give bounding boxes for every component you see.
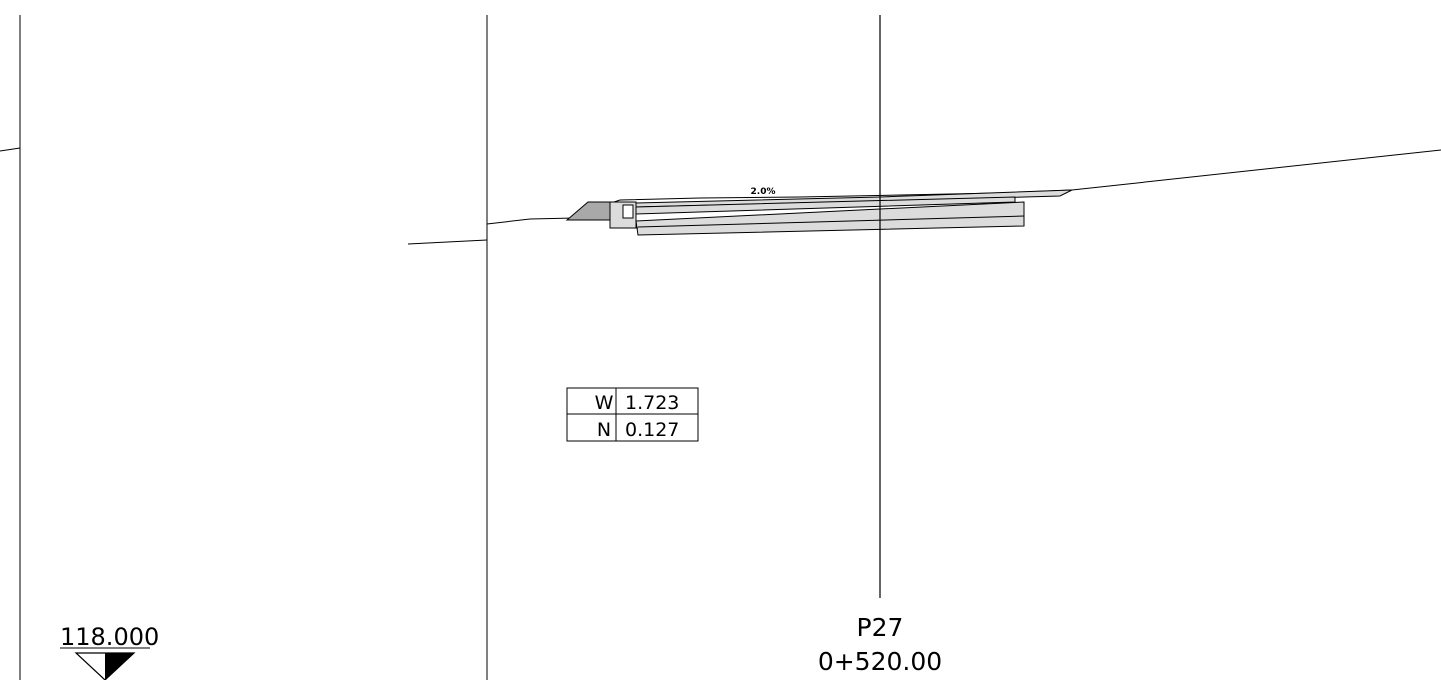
subbase-inner-line	[637, 215, 1025, 228]
quantity-key-w: W	[595, 392, 614, 414]
shoulder-wedge	[565, 201, 611, 221]
pavement-subbase-layer	[635, 201, 1025, 236]
quantity-value-n: 0.127	[625, 419, 679, 441]
quantities-table: W 1.723 N 0.127	[566, 387, 699, 442]
station-name: P27	[857, 613, 904, 642]
quantity-value-w: 1.723	[625, 392, 679, 414]
grade-label: 2.0%	[751, 187, 776, 197]
existing-ground-left	[407, 239, 488, 245]
station-chainage: 0+520.00	[818, 647, 942, 676]
kerb-inner	[622, 204, 634, 219]
datum-elevation: 118.000	[60, 623, 159, 651]
left-ground-stub	[0, 147, 21, 152]
datum-marker: 118.000	[60, 623, 159, 680]
quantity-key-n: N	[597, 419, 611, 441]
